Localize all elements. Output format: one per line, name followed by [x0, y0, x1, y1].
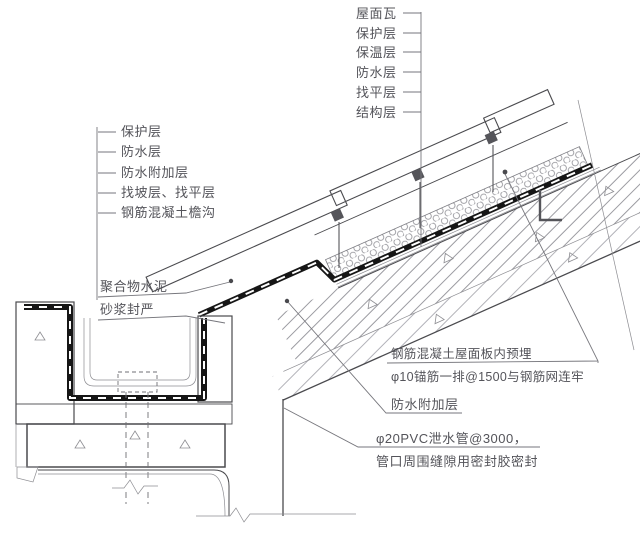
label-rc-gutter: 钢筋混凝土檐沟 [121, 205, 216, 220]
anchor-hook [538, 190, 562, 222]
mortar-leader-2 [97, 315, 226, 324]
label-waterproof-extra: 防水附加层 [391, 397, 459, 412]
label-drain-line1: φ20PVC泄水管@3000， [376, 431, 527, 446]
mortar-leader-1 [97, 281, 231, 298]
concrete-symbols-gutter [34, 331, 191, 449]
label-mortar-seal: 砂浆封严 [100, 302, 154, 317]
label-embed-line1: 钢筋混凝土屋面板内预埋 [391, 346, 532, 361]
label-structure: 结构层 [356, 105, 397, 120]
anchor-bars [338, 145, 562, 268]
label-leveling-top: 找平层 [356, 85, 397, 100]
gutter-membrane-dash [24, 306, 205, 399]
drip-edge [16, 466, 39, 483]
waterproof-note-leader [286, 300, 462, 414]
leveling-layer [336, 166, 600, 285]
structural-slab [276, 146, 640, 365]
gutter-screed-outline [83, 318, 197, 387]
membrane-dash-pattern [198, 164, 593, 316]
leader-lines [96, 12, 599, 448]
left-label-leaders [96, 127, 116, 300]
label-protective-left: 保护层 [121, 124, 162, 139]
top-label-leaders [403, 12, 422, 247]
label-protective-top: 保护层 [356, 26, 397, 41]
embed-note-leader [386, 173, 599, 364]
label-roof-tile: 屋面瓦 [356, 6, 397, 21]
label-drain-line2: 管口周围缝隙用密封胶密封 [376, 454, 538, 469]
roof-layer-assembly [145, 88, 640, 401]
waterproof-membrane-gutter [24, 304, 207, 401]
slab-soffit-edge [282, 219, 640, 401]
drain-note-leader [283, 407, 540, 448]
drain-inlet [117, 371, 158, 393]
labels: 屋面瓦 保护层 保温层 防水层 找平层 结构层 保护层 防水层 防水附加层 找坡… [100, 6, 584, 469]
pipe-break-symbol [112, 479, 158, 495]
label-polymer-cement: 聚合物水泥 [100, 279, 168, 294]
protective-layer [314, 121, 568, 236]
concrete-symbols-slope [367, 185, 615, 325]
gutter-outer-wall [15, 301, 75, 425]
slope-wedge-layer [272, 195, 640, 401]
label-waterproof-extra-left: 防水附加层 [121, 165, 189, 180]
label-waterproof-top: 防水层 [356, 65, 397, 80]
gutter-inner-wall [197, 315, 233, 403]
eave-gutter [15, 301, 233, 517]
label-embed-line2: φ10锚筋一排@1500与钢筋网连牢 [391, 369, 584, 384]
gutter-soffit [15, 424, 230, 517]
label-insulation: 保温层 [356, 45, 397, 60]
leader-dot-waterproof [284, 298, 290, 304]
label-waterproof-left: 防水层 [121, 144, 162, 159]
gutter-floor [15, 403, 233, 425]
label-slope-leveling: 找坡层、找平层 [121, 185, 216, 200]
drain-pipe [125, 392, 149, 504]
leader-dot-mortar [228, 278, 234, 284]
bottom-break-line [196, 507, 356, 523]
section-cut-edge [577, 99, 635, 351]
leader-dot-anchor [502, 169, 508, 175]
